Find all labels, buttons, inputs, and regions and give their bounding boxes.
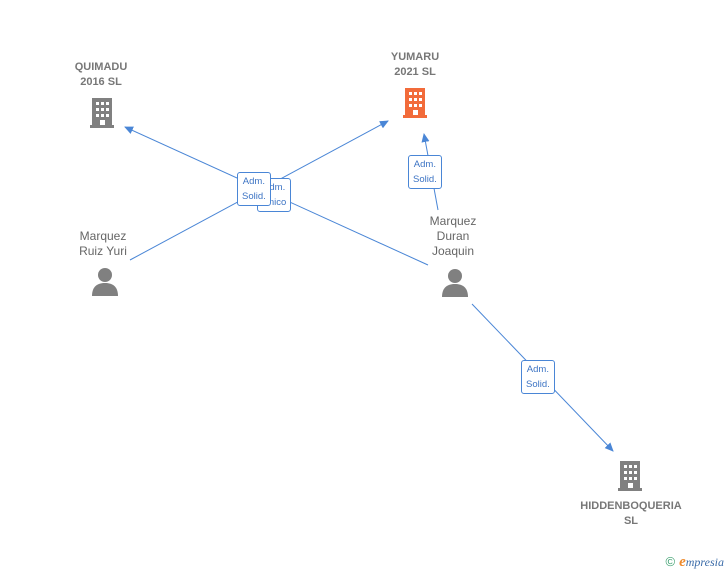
node-label-marquez-duran: Marquez Duran Joaquin	[429, 214, 477, 258]
brand-logo[interactable]: empresia	[679, 554, 724, 570]
edge-label-duran-to-hidden[interactable]: Adm. Solid.	[521, 360, 555, 394]
node-label-marquez-ruiz: Marquez Ruiz Yuri	[79, 229, 127, 258]
person-icon[interactable]	[90, 267, 120, 297]
copyright-symbol: ©	[665, 554, 676, 569]
building-icon[interactable]	[88, 95, 118, 129]
person-icon[interactable]	[440, 268, 470, 298]
edge-label-ruiz-to-yumaru[interactable]: Adm. Solid.	[237, 172, 271, 206]
node-label-yumaru: YUMARU 2021 SL	[390, 51, 440, 78]
node-label-quimadu: QUIMADU 2016 SL	[74, 61, 128, 88]
building-icon[interactable]	[401, 85, 431, 119]
node-label-hiddenboqueria: HIDDENBOQUERIA SL	[580, 500, 682, 527]
edge-label-duran-to-yumaru[interactable]: Adm. Solid.	[408, 155, 442, 189]
edge-label-duran-to-quimadu[interactable]: Adm. Único	[257, 178, 292, 212]
footer-brand: ©empresia	[666, 554, 725, 571]
building-icon[interactable]	[616, 458, 646, 492]
